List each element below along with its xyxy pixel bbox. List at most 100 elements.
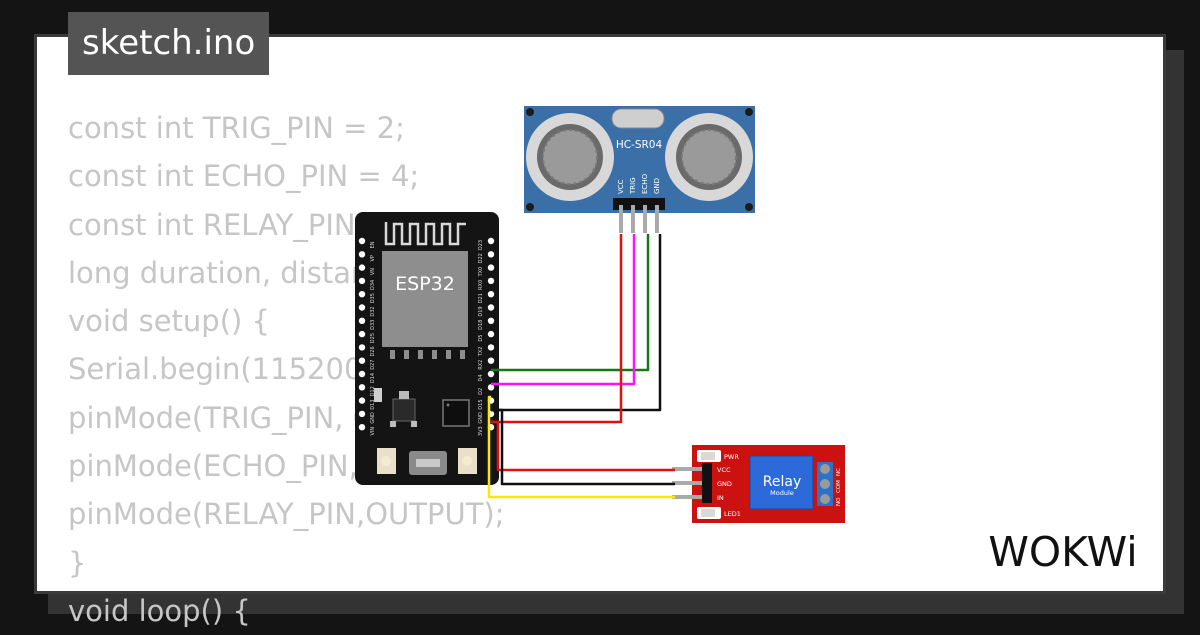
esp32-pin-label: D12 [370,386,376,396]
esp32-left-pin-header: ENVPVND34D35D32D33D25D26D27D14D12D13GNDV… [358,237,376,436]
esp32-pin[interactable] [487,317,495,324]
esp32-board[interactable]: ENVPVND34D35D32D33D25D26D27D14D12D13GNDV… [355,212,499,485]
sensor-label: HC-SR04 [616,139,663,151]
code-line: const int TRIG_PIN = 2; [68,111,405,145]
esp32-pin-label: D18 [478,320,484,330]
esp32-pin[interactable] [358,317,366,324]
esp32-pin[interactable] [358,424,366,431]
esp32-pin[interactable] [487,237,495,245]
esp32-pin-label: D32 [370,306,376,316]
esp32-pin[interactable] [358,397,366,404]
esp32-pin-label: D25 [370,333,376,343]
esp32-pin[interactable] [358,237,366,245]
esp32-pin[interactable] [358,344,366,351]
esp32-pin[interactable] [487,344,495,351]
esp32-pin[interactable] [487,277,495,285]
esp32-pin[interactable] [487,384,495,391]
relay-pin-label: VCC [717,466,731,474]
pwr-led [697,450,721,462]
wire-echo[interactable] [491,234,650,372]
crystal-oscillator [611,108,665,129]
esp32-pin-label: D19 [478,306,484,316]
esp32-pin-label: D21 [478,293,484,303]
hc-sr04-sensor[interactable]: HC-SR04 VCC TRIG ECHO GND [524,106,755,233]
pwr-label: PWR [724,453,739,461]
boot-button[interactable] [377,448,396,474]
sensor-pin-label: VCC [617,179,625,194]
esp32-pin[interactable] [487,251,495,258]
esp32-pin[interactable] [487,304,495,311]
esp32-pin-label: D35 [370,293,376,303]
esp32-pin-label: D22 [478,253,484,263]
esp32-pin-label: D23 [478,240,484,250]
sensor-pin-label: ECHO [641,173,649,194]
esp32-label: ESP32 [395,273,455,295]
esp32-pin[interactable] [358,304,366,311]
en-button[interactable] [458,448,477,474]
screw-terminal [817,462,833,506]
right-transducer [665,113,753,201]
sensor-pin-label: TRIG [629,177,637,195]
wire-relay-in[interactable] [487,395,675,499]
wire-sensor-vcc[interactable] [491,234,623,424]
esp32-pin[interactable] [487,357,495,364]
wire-trig[interactable] [491,234,636,386]
relay-module[interactable]: PWR LED1 VCC GND IN Relay Module NO COM … [672,445,845,523]
relay-pin-label: GND [717,480,732,488]
esp32-pin[interactable] [358,330,366,338]
esp32-pin-label: GND [478,412,484,424]
esp32-pin-label: D27 [370,360,376,370]
esp32-pin-label: VN [370,268,376,275]
esp32-pin-label: D4 [478,374,484,381]
esp32-pin[interactable] [358,264,366,271]
voltage-regulator [390,391,417,427]
esp32-pin-label: RX0 [478,280,484,290]
esp32-pin-label: D26 [370,346,376,356]
esp32-pin-label: TX0 [478,267,484,278]
esp32-right-pin-header: D23D22TX0RX0D21D19D18D5TX2RX2D4D2D15GND3… [478,237,495,436]
usb-port [409,451,447,475]
esp32-pin-label: RX2 [478,360,484,370]
esp32-module-pads [390,350,465,359]
wire-relay-vcc[interactable] [491,420,675,472]
esp32-pin[interactable] [358,291,366,298]
code-line: void loop() { [68,593,251,628]
code-line: const int ECHO_PIN = 4; [68,159,420,194]
sketch-title[interactable]: sketch.ino [68,12,270,75]
esp32-pin[interactable] [358,251,366,258]
led1 [697,507,721,519]
esp32-pin[interactable] [358,370,366,378]
esp32-pin[interactable] [487,330,495,338]
esp32-pin[interactable] [487,291,495,298]
esp32-pin[interactable] [358,410,366,418]
code-line: } [68,545,87,580]
relay-sublabel: Module [770,489,794,497]
left-transducer [526,113,614,201]
sensor-pin-label: GND [653,178,661,194]
code-line: void setup() { [68,304,270,339]
relay-pin-label: IN [717,494,724,502]
esp32-pin-label: D14 [370,373,376,383]
relay-contact-label: NO [836,497,842,506]
esp32-pin[interactable] [358,277,366,285]
wire-sensor-gnd[interactable] [491,234,662,412]
esp32-pin-label: D5 [478,335,484,342]
esp32-pin[interactable] [487,264,495,271]
esp32-pin-label: 3V3 [478,426,484,436]
esp32-module-shield [382,251,468,347]
esp32-pin-label: VIN [370,427,376,436]
esp32-pin-label: D34 [370,280,376,290]
led1-label: LED1 [724,510,741,518]
esp32-pin[interactable] [358,357,366,364]
relay-contact-label: COM [836,480,842,493]
code-line: Serial.begin(115200); [68,352,384,387]
esp32-pin[interactable] [487,370,495,378]
esp32-pin-label: TX2 [478,347,484,358]
relay-contact-label: NC [836,468,842,476]
esp32-antenna [384,222,466,246]
wire-relay-gnd[interactable] [491,408,675,486]
esp32-pin[interactable] [358,384,366,391]
esp32-pin-label: EN [370,241,376,248]
relay-label: Relay [763,474,801,490]
esp32-pin-label: GND [370,412,376,424]
